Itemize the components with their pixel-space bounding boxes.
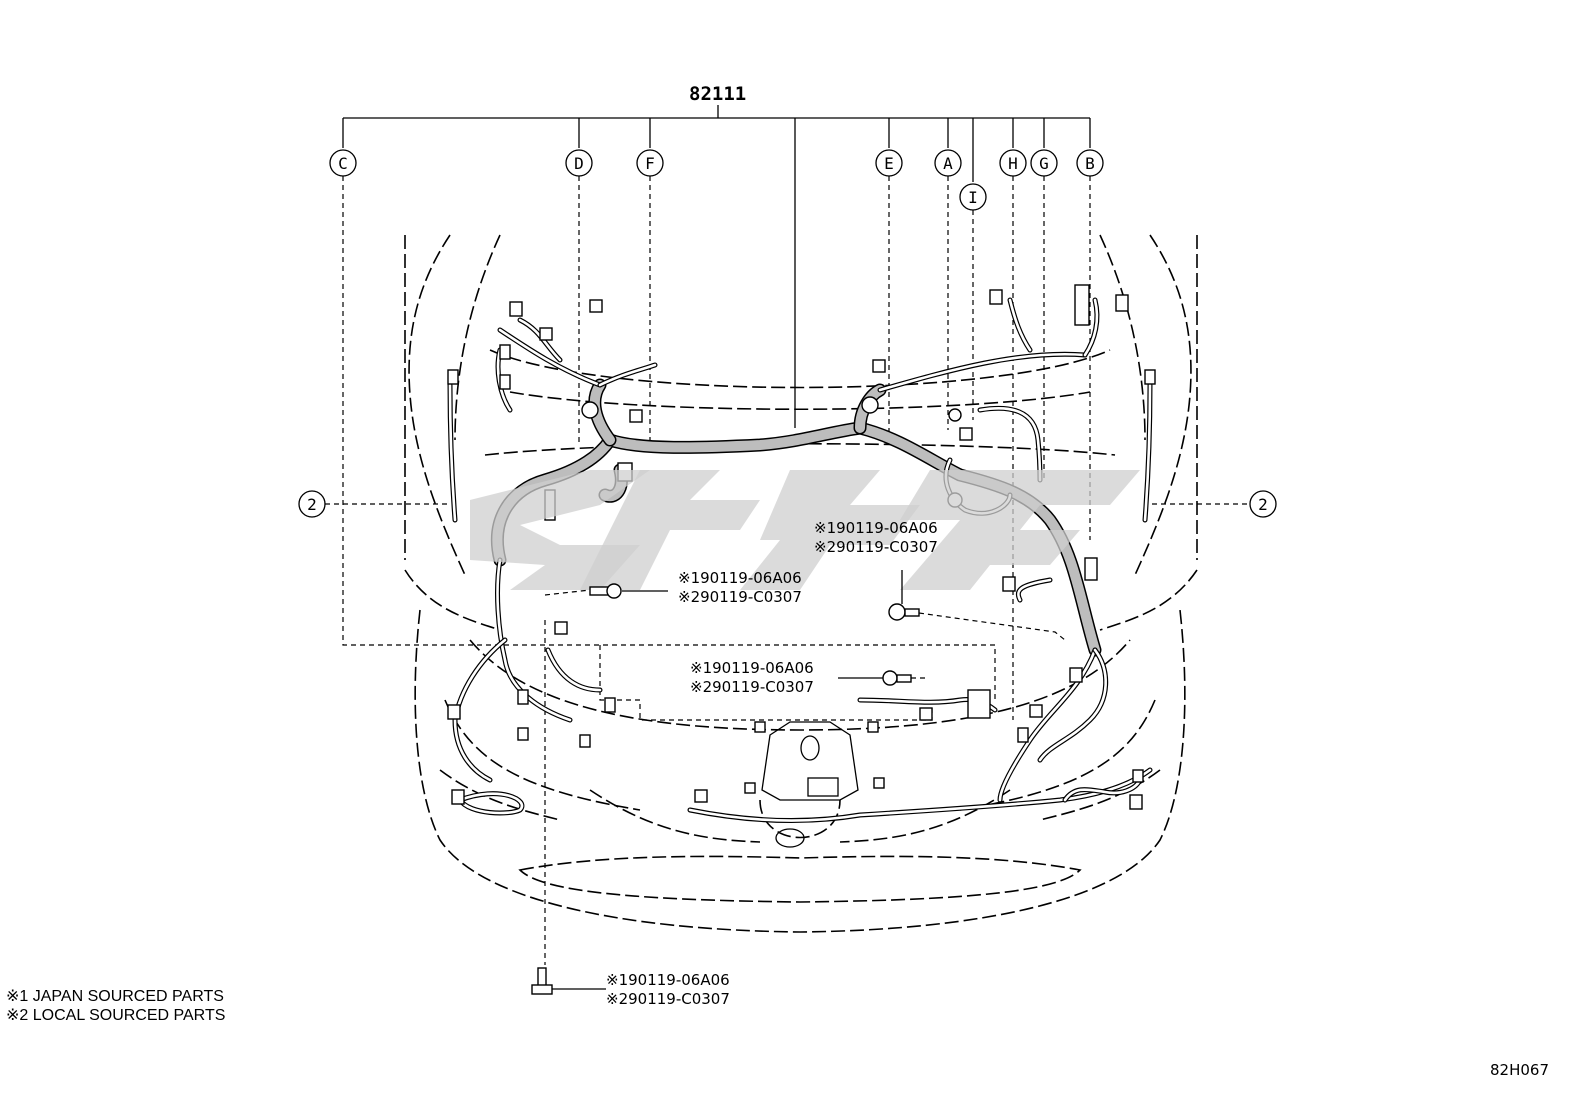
ref-letter-f: F [645, 154, 655, 173]
part-number-label: 82111 [689, 83, 746, 105]
ref-circle-c: C [329, 149, 357, 177]
bolt-1-icon [544, 583, 668, 599]
view-ref-right-label: 2 [1258, 495, 1268, 514]
ref-letter-e: E [884, 154, 894, 173]
callout-group-3: ※190119-06A06 ※290119-C0307 [690, 659, 814, 696]
ref-circle-g: G [1030, 149, 1058, 177]
callout-4-line-2: ※290119-C0307 [606, 990, 730, 1008]
connectors [447, 284, 1156, 810]
part-number-bracket [342, 105, 1091, 428]
ref-letter-d: D [574, 154, 584, 173]
bolt-2-icon [888, 570, 1066, 641]
view-ref-left-label: 2 [307, 495, 317, 514]
callout-group-4: ※190119-06A06 ※290119-C0307 [606, 971, 730, 1008]
footnote-japan-sourced: ※1 JAPAN SOURCED PARTS [6, 988, 224, 1005]
callout-group-1: ※190119-06A06 ※290119-C0307 [814, 519, 938, 556]
watermark-logo [470, 470, 1140, 590]
ref-letter-g: G [1039, 154, 1049, 173]
ref-circle-a: A [934, 149, 962, 177]
ref-letter-i: I [968, 188, 978, 207]
ref-letter-b: B [1085, 154, 1095, 173]
callout-1-line-2: ※290119-C0307 [814, 538, 938, 556]
callout-3-line-2: ※290119-C0307 [690, 678, 814, 696]
view-ref-right: 2 [1152, 490, 1277, 518]
ref-circle-b: B [1076, 149, 1104, 177]
ref-letter-h: H [1008, 154, 1018, 173]
figure-code: 82H067 [1490, 1061, 1549, 1079]
callout-2-line-1: ※190119-06A06 [678, 569, 802, 587]
radiator-support [761, 721, 859, 848]
callout-1-line-1: ※190119-06A06 [814, 519, 938, 537]
ref-circle-d: D [565, 149, 593, 177]
bolt-4-icon [531, 967, 606, 995]
callout-group-2: ※190119-06A06 ※290119-C0307 [678, 569, 802, 606]
callout-4-line-1: ※190119-06A06 [606, 971, 730, 989]
ref-circle-e: E [875, 149, 903, 177]
ref-circle-f: F [636, 149, 664, 177]
ref-circle-i: I [959, 183, 987, 211]
callout-2-line-2: ※290119-C0307 [678, 588, 802, 606]
bolt-3-icon [838, 670, 925, 686]
view-ref-left: 2 [298, 490, 448, 518]
vehicle-body-outline [404, 234, 1198, 933]
callout-3-line-1: ※190119-06A06 [690, 659, 814, 677]
ref-letter-c: C [338, 154, 348, 173]
ref-circle-h: H [999, 149, 1027, 177]
ref-letter-a: A [943, 154, 953, 173]
footnote-local-sourced: ※2 LOCAL SOURCED PARTS [6, 1007, 225, 1024]
